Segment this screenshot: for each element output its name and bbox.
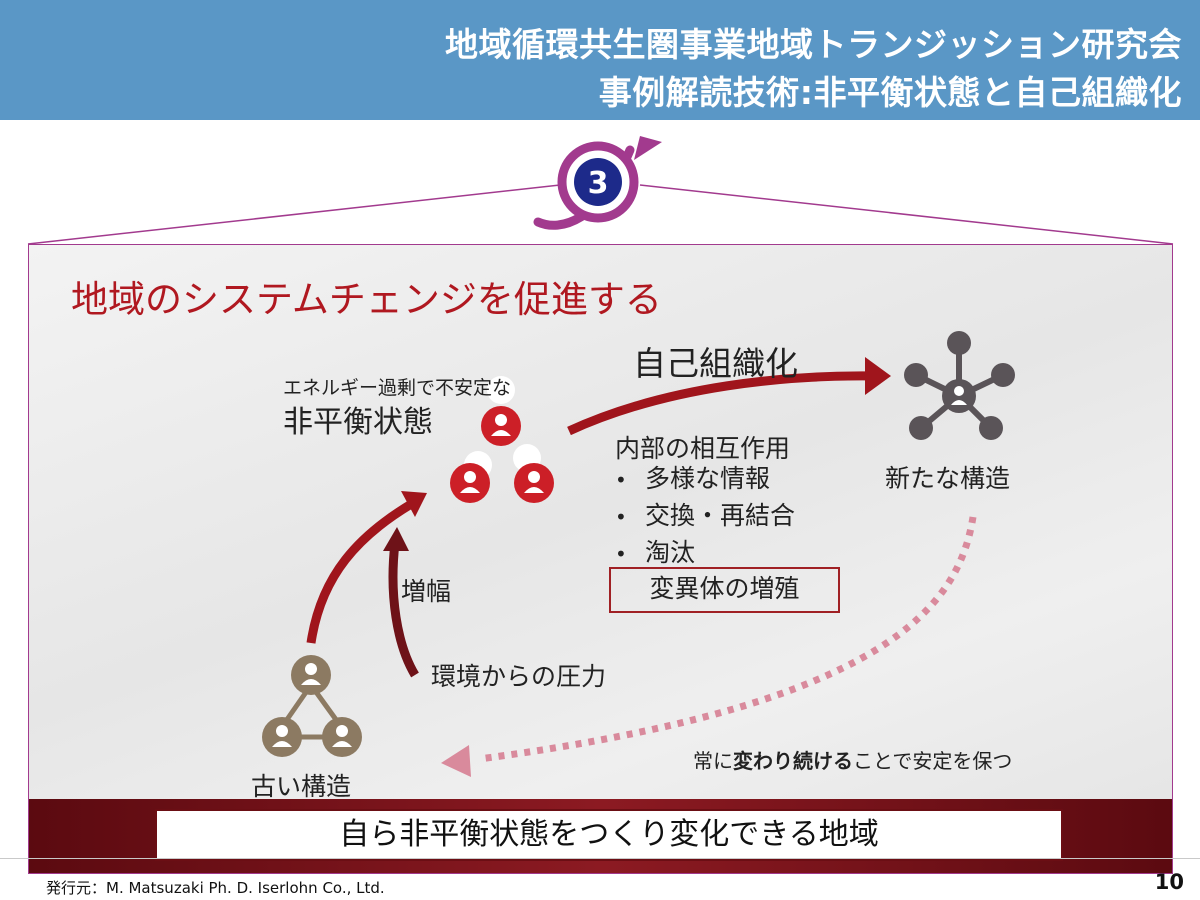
badge-number: 3 [588,166,609,201]
badge-arrowhead-icon [634,136,662,160]
nonequilibrium-caption: エネルギー過剰で不安定な [283,377,512,399]
self-organization-arrowhead-icon [865,357,891,395]
footer-divider [0,858,1200,859]
bottom-message: 自ら非平衡状態をつくり変化できる地域 [155,809,1063,861]
person-node-icon [450,463,490,503]
list-item: •交換・再結合 [615,501,796,530]
old-structure-nodes-icon [262,655,362,757]
interaction-bullet-list: •多様な情報 •交換・再結合 •淘汰 [615,459,795,570]
rise-arrow [306,499,416,644]
amplification-label: 増幅 [401,577,452,606]
person-node-icon [514,463,554,503]
amplification-arrow [388,542,419,678]
publisher-credit: 発行元：M. Matsuzaki Ph. D. Iserlohn Co., Lt… [46,879,385,897]
new-structure-label: 新たな構造 [885,464,1011,493]
bottom-band: 自ら非平衡状態をつくり変化できる地域 [29,799,1172,873]
list-item: •淘汰 [615,538,696,567]
badge-circle [557,141,639,223]
return-arrowhead-icon [441,745,471,777]
variant-proliferation-box: 変異体の増殖 [609,567,840,613]
nonequilibrium-label: 非平衡状態 [283,405,433,440]
main-panel: 地域のシステムチェンジを促進する [28,244,1173,874]
badge-swoosh-icon [533,145,635,230]
list-item: •多様な情報 [615,464,771,493]
return-dotted-arrow [478,516,977,763]
rise-arrowhead-icon [401,491,427,517]
internal-interaction-label: 内部の相互作用 [615,434,791,463]
self-organization-label: 自己組織化 [633,344,798,383]
header-bar: 地域循環共生圏事業地域トランジッション研究会 事例解読技術:非平衡状態と自己組織… [0,0,1200,120]
person-node-icon [481,406,521,446]
panel-title: 地域のシステムチェンジを促進する [71,278,662,321]
nonequilibrium-nodes [450,376,554,503]
badge-inner-circle [574,158,622,206]
header-title-line1: 地域循環共生圏事業地域トランジッション研究会 [445,25,1182,64]
page-number: 10 [1154,870,1184,894]
diagram-graphics [262,331,1015,777]
new-structure-network-icon [904,331,1015,440]
header-title-line2: 事例解読技術:非平衡状態と自己組織化 [598,73,1182,112]
old-structure-label: 古い構造 [251,772,352,801]
self-organization-arrow [567,371,875,436]
environment-pressure-label: 環境からの圧力 [431,662,607,691]
stability-caption: 常に変わり続けることで安定を保つ [693,749,1013,773]
amplification-arrowhead-icon [383,527,409,551]
